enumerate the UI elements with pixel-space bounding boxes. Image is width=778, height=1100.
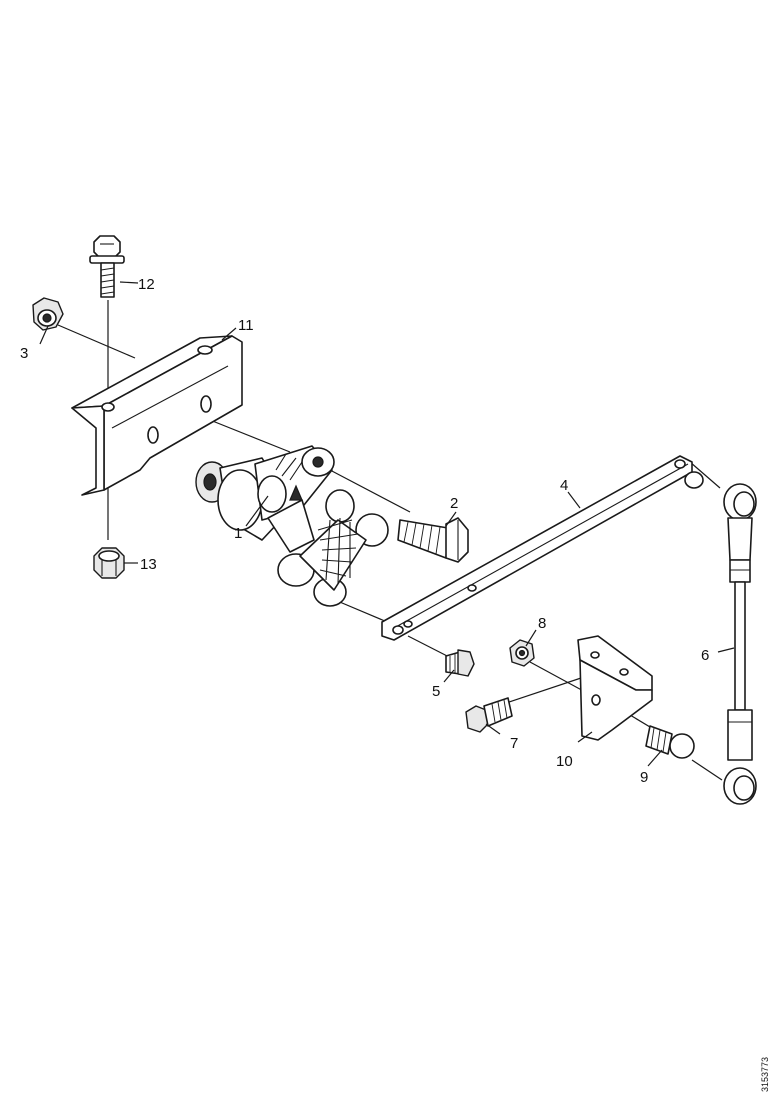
callout-labels: 1 2 3 4 5 6 7 8 9 10 11 12 13 bbox=[20, 276, 709, 786]
bracket-to-sensor-line bbox=[209, 419, 291, 453]
bracket-10 bbox=[577, 635, 653, 741]
callout-2: 2 bbox=[450, 495, 458, 512]
nut-3 bbox=[32, 297, 64, 331]
bolt-2 bbox=[397, 517, 469, 563]
callout-1: 1 bbox=[234, 525, 242, 542]
callout-12: 12 bbox=[138, 276, 155, 293]
callout-8: 8 bbox=[538, 615, 546, 632]
callout-11: 11 bbox=[238, 317, 254, 334]
reference-number: 3153773 bbox=[760, 1057, 770, 1092]
callout-3: 3 bbox=[20, 345, 28, 362]
bolt-7 bbox=[465, 697, 513, 733]
bolt-7-axis-line bbox=[499, 674, 591, 706]
callout-7: 7 bbox=[510, 735, 518, 752]
callout-13: 13 bbox=[140, 556, 157, 573]
callout-5: 5 bbox=[432, 683, 440, 700]
bolt-2-axis-line bbox=[329, 469, 411, 513]
callout-9: 9 bbox=[640, 769, 648, 786]
pin-9 bbox=[645, 725, 695, 759]
rod-top-joint-line bbox=[689, 461, 721, 489]
callout-leaders bbox=[39, 281, 735, 767]
nut-3-axis-line bbox=[57, 324, 136, 359]
bolt-12 bbox=[89, 235, 125, 298]
link-rod-6 bbox=[684, 471, 757, 805]
assembly-lines bbox=[57, 300, 723, 781]
nut-13 bbox=[93, 547, 125, 579]
callout-4: 4 bbox=[560, 477, 568, 494]
level-sensor-1 bbox=[195, 445, 389, 607]
sensor-to-arm-line bbox=[334, 599, 393, 625]
callout-6: 6 bbox=[701, 647, 709, 664]
rod-bottom-joint-line bbox=[691, 759, 723, 781]
screw-5 bbox=[445, 649, 475, 677]
nut-8 bbox=[509, 639, 535, 667]
lever-arm-4 bbox=[381, 455, 693, 641]
bracket-11 bbox=[71, 335, 243, 496]
callout-10: 10 bbox=[556, 753, 573, 770]
